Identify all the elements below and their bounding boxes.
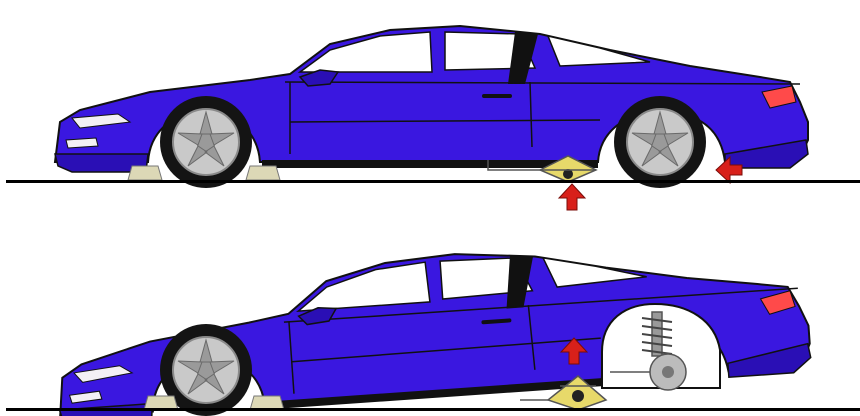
panel-top	[6, 26, 860, 210]
ground-line-top	[6, 180, 860, 183]
rear-wheel-top	[614, 96, 706, 188]
arrow-up-icon	[559, 184, 585, 210]
front-chock-left-top	[128, 166, 162, 180]
front-wheel-top	[160, 96, 252, 188]
front-chock-left-bottom	[144, 396, 178, 410]
front-chock-right-bottom	[250, 396, 284, 410]
front-chock-right-top	[246, 166, 280, 180]
ground-line-bottom	[6, 408, 860, 411]
panel-bottom	[6, 230, 860, 416]
